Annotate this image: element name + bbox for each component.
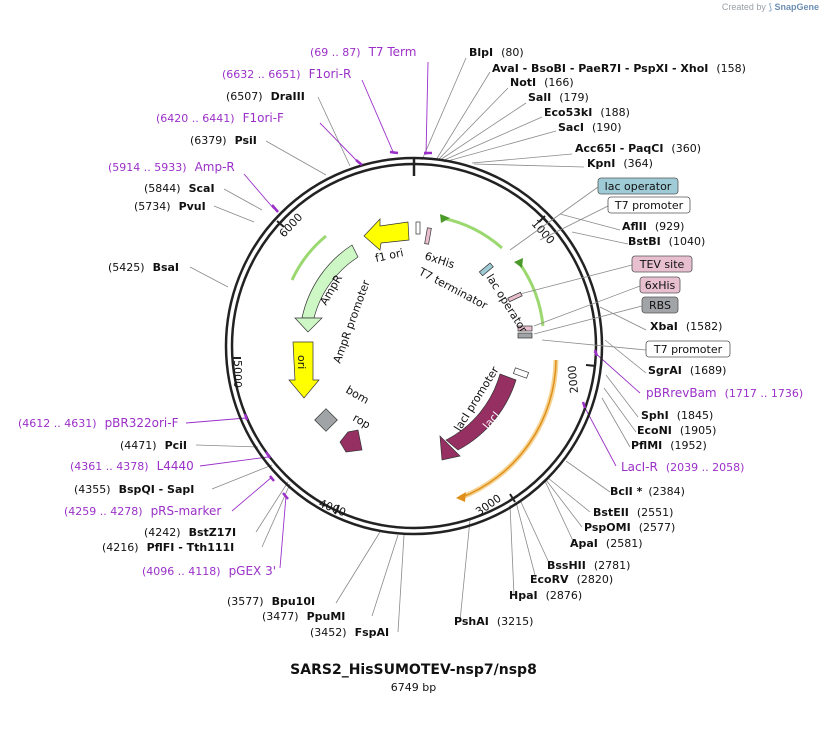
enzyme-sali: SalI(179) <box>528 91 589 104</box>
primer-amp-r: (5914 .. 5933)Amp-R <box>108 160 235 174</box>
enzyme-aflii: AflII(929) <box>622 220 684 233</box>
boxed-rbs: RBS <box>649 299 671 312</box>
laci-arrowhead <box>439 435 461 461</box>
enzyme-bsshii: BssHII(2781) <box>547 559 630 572</box>
enzyme-pvui: (5734)PvuI <box>134 200 206 213</box>
primer-laci-r: LacI-R(2039 .. 2058) <box>621 460 744 474</box>
tick-1000: 1000 <box>529 217 557 247</box>
boxed-t7-promoter: T7 promoter <box>614 199 684 212</box>
t7-promoter-arrowhead <box>440 214 450 223</box>
enzyme-sphi: SphI(1845) <box>641 409 713 422</box>
enzyme-xbai: XbaI(1582) <box>650 320 722 333</box>
t7-terminator-glyph <box>415 221 421 235</box>
primer-t7-term: (69 .. 87)T7 Term <box>310 45 416 59</box>
enzyme-ecorv: EcoRV(2820) <box>530 573 613 586</box>
credit-prefix: Created by <box>721 2 766 12</box>
primer-labels: (69 .. 87)T7 Term (6632 .. 6651)F1ori-R … <box>18 45 803 578</box>
enzyme-noti: NotI(166) <box>510 76 574 89</box>
backbone-outer <box>224 156 604 536</box>
his-tag-glyph <box>517 325 533 332</box>
lac-operator-arc <box>518 263 545 327</box>
enzyme-psii: (6379)PsiI <box>190 134 257 147</box>
enzyme-blpi: BlpI(80) <box>469 46 524 59</box>
enzyme-kpni: KpnI(364) <box>587 157 653 170</box>
enzyme-xhoi-group: AvaI - BsoBI - PaeR7I - PspXI - XhoI(158… <box>492 62 746 75</box>
plasmid-size: 6749 bp <box>390 681 437 694</box>
laci-promoter-glyph <box>512 367 530 379</box>
label-bom: bom <box>344 383 372 406</box>
enzyme-eco53ki: Eco53kI(188) <box>544 106 630 119</box>
label-ori: ori <box>295 355 308 369</box>
enzyme-draiii: (6507)DraIII <box>226 90 305 103</box>
t7-promoter-arc <box>441 216 503 250</box>
label-t7-terminator: T7 terminator <box>416 265 490 313</box>
enzyme-fspai: (3452)FspAI <box>310 626 389 639</box>
f1-ori-arrow <box>363 218 410 251</box>
enzyme-bspqi-sapi: (4355)BspQI - SapI <box>74 483 194 496</box>
tick-5000: 5000 <box>231 360 244 388</box>
boxed-features: lac operator T7 promoter TEV site 6xHis … <box>509 177 731 358</box>
boxed-t7-promoter-2: T7 promoter <box>653 343 723 356</box>
enzyme-bsteii: BstEII(2551) <box>593 506 673 519</box>
enzyme-acc65i-paqci: Acc65I - PaqCI(360) <box>575 142 701 155</box>
ampr-highlight <box>290 234 327 281</box>
tick-2000: 2000 <box>566 365 581 394</box>
boxed-6xhis: 6xHis <box>645 279 676 292</box>
laci-highlight-line <box>459 359 557 499</box>
enzyme-bsai: (5425)BsaI <box>108 261 179 274</box>
snapgene-logo-icon: ⟆ <box>768 2 772 12</box>
enzyme-apai: ApaI(2581) <box>570 537 642 550</box>
enzyme-scai: (5844)ScaI <box>144 182 215 195</box>
enzyme-pflfi-tth111i: (4216)PflFI - Tth111I <box>102 541 234 554</box>
boxed-tev-site: TEV site <box>639 258 685 271</box>
primer-prs-marker: (4259 .. 4278)pRS-marker <box>64 504 221 518</box>
enzyme-bstz17i: (4242)BstZ17I <box>144 526 236 539</box>
primer-l4440: (4361 .. 4378)L4440 <box>70 459 194 473</box>
tick-6000: 6000 <box>277 211 306 240</box>
rop-arrow <box>339 429 363 453</box>
enzyme-labels: BlpI(80) AvaI - BsoBI - PaeR7I - PspXI -… <box>74 46 746 639</box>
enzyme-bcli: BclI *(2384) <box>610 485 685 498</box>
primer-pbrrevbam: pBRrevBam(1717 .. 1736) <box>646 386 803 400</box>
enzyme-sgrai: SgrAI(1689) <box>648 364 726 377</box>
enzyme-econi: EcoNI(1905) <box>637 424 716 437</box>
enzyme-pflmi: PflMI(1952) <box>631 439 707 452</box>
his-tag-glyph-2 <box>424 227 432 245</box>
credit-brand: SnapGene <box>774 2 819 12</box>
enzyme-hpai: HpaI(2876) <box>509 589 582 602</box>
enzyme-leaders <box>189 57 647 633</box>
laci-highlight-arrowhead <box>456 492 466 502</box>
lac-operator-glyph <box>478 262 494 277</box>
primer-f1ori-r: (6632 .. 6651)F1ori-R <box>222 67 351 81</box>
snapgene-credit: Created by ⟆ SnapGene <box>722 2 819 13</box>
primer-pgex-3: (4096 .. 4118)pGEX 3' <box>142 564 276 578</box>
enzyme-bstbi: BstBI(1040) <box>628 235 705 248</box>
laci-arrow <box>445 373 517 451</box>
lac-operator-arrowhead <box>514 258 523 268</box>
plasmid-name: SARS2_HisSUMOTEV-nsp7/nsp8 <box>290 662 537 678</box>
bom-glyph <box>314 408 338 432</box>
enzyme-pshai: PshAI(3215) <box>454 615 533 628</box>
label-rop: rop <box>351 411 373 431</box>
ticks <box>232 215 597 515</box>
primer-f1ori-f: (6420 .. 6441)F1ori-F <box>156 111 284 125</box>
label-lac-operator: lac operator <box>483 272 530 336</box>
enzyme-pspomi: PspOMI(2577) <box>584 521 675 534</box>
primer-marks <box>243 150 599 500</box>
boxed-lac-operator: lac operator <box>605 180 672 193</box>
label-f1-ori: f1 ori <box>374 246 405 265</box>
primer-pbr322ori-f: (4612 .. 4631)pBR322ori-F <box>18 416 179 430</box>
enzyme-saci: SacI(190) <box>558 121 622 134</box>
ampr-arrowhead <box>294 317 323 333</box>
ori-arrow <box>288 341 320 399</box>
rbs-glyph <box>517 332 533 339</box>
enzyme-ppumi: (3477)PpuMI <box>262 610 345 623</box>
enzyme-pcii: (4471)PciI <box>120 439 187 452</box>
enzyme-bpu10i: (3577)Bpu10I <box>227 595 315 608</box>
